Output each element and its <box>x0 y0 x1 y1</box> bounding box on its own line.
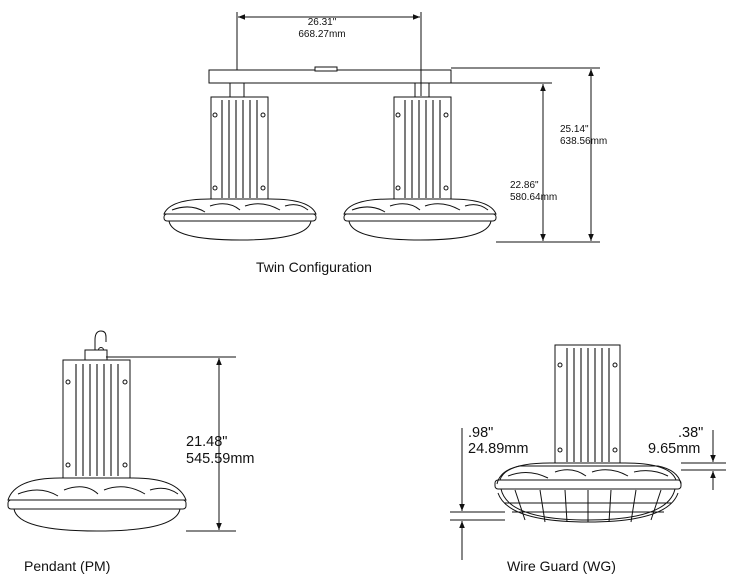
twin-total-height-inches: 25.14" <box>560 124 589 135</box>
pendant-drawing: 21.48" 545.59mm Pendant (PM) <box>7 330 255 574</box>
pendant-height-mm: 545.59mm <box>186 451 255 467</box>
wg-offset-inches: .38" <box>678 425 703 441</box>
twin-lamp-height-inches: 22.86" <box>510 180 539 191</box>
twin-lamp-height-mm: 580.64mm <box>510 192 557 203</box>
pendant-height-inches: 21.48" <box>186 434 227 450</box>
twin-mounting-bar <box>208 69 452 84</box>
wg-depth-mm: 24.89mm <box>468 441 528 457</box>
wg-depth-inches: .98" <box>468 425 493 441</box>
twin-width-mm: 668.27mm <box>298 29 345 40</box>
twin-right-fixture <box>343 82 497 241</box>
twin-left-fixture <box>163 82 317 241</box>
wire-guard-drawing: .98" 24.89mm .38" 9.65mm Wire Guard (WG) <box>450 344 726 574</box>
twin-configuration-drawing: 26.31" 668.27mm 22.86" 580.64mm 25.14" 6… <box>163 12 607 275</box>
wg-offset-mm: 9.65mm <box>648 441 700 457</box>
twin-caption: Twin Configuration <box>256 259 372 275</box>
pendant-caption: Pendant (PM) <box>24 558 110 574</box>
twin-width-inches: 26.31" <box>308 17 337 28</box>
twin-bar-clip <box>314 66 338 72</box>
wire-guard-caption: Wire Guard (WG) <box>507 558 616 574</box>
twin-total-height-mm: 638.56mm <box>560 136 607 147</box>
